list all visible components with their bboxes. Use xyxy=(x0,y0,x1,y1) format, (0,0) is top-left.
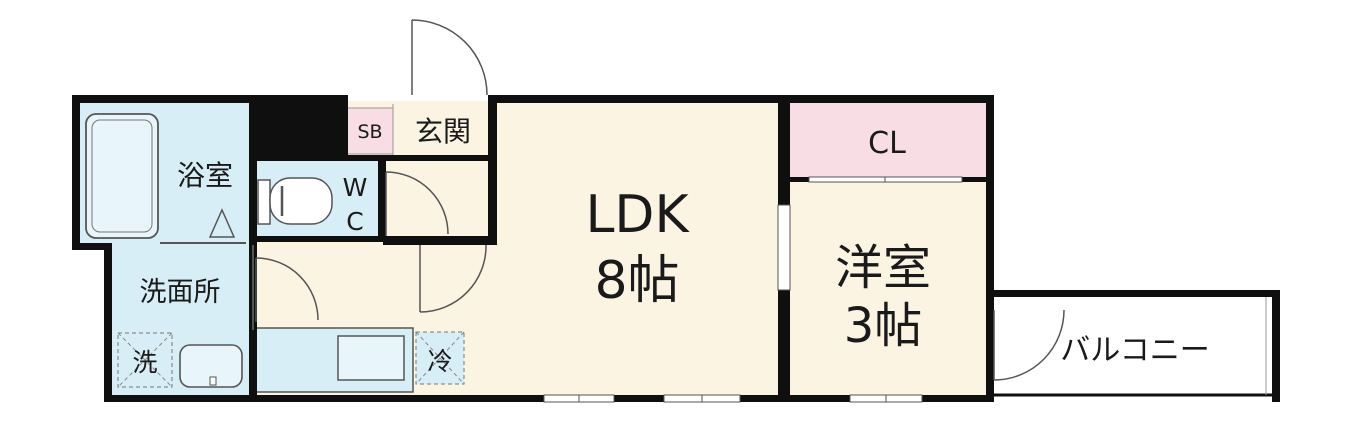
bath-drain-mark xyxy=(208,208,236,238)
label-entrance: 玄関 xyxy=(415,115,471,148)
balcony-area xyxy=(994,297,1272,395)
faucet xyxy=(209,376,217,386)
label-shoe-box: SB xyxy=(357,121,382,143)
label-washer: 洗 xyxy=(132,348,157,377)
toilet-bowl xyxy=(269,177,333,225)
label-ldk-size: 8帖 xyxy=(594,251,679,311)
label-ldk: LDK xyxy=(585,185,690,245)
label-toilet-c: C xyxy=(346,207,363,236)
label-fridge: 冷 xyxy=(427,347,452,376)
label-western-size: 3帖 xyxy=(844,298,923,354)
toilet-tank xyxy=(257,179,271,225)
vanity-sink xyxy=(179,344,243,388)
walls xyxy=(72,95,1280,402)
bathtub-inner xyxy=(91,119,153,233)
label-closet: CL xyxy=(868,126,906,161)
label-balcony: バルコニー xyxy=(1060,333,1209,368)
bathtub xyxy=(85,113,159,239)
label-western: 洋室 xyxy=(835,240,931,296)
label-bath: 浴室 xyxy=(177,159,233,192)
washer-diag-2 xyxy=(117,332,173,388)
fridge-diag-2 xyxy=(415,331,465,385)
sink-basin xyxy=(337,335,405,381)
western-floor xyxy=(787,180,987,395)
label-washroom: 洗面所 xyxy=(140,277,221,308)
doors xyxy=(255,19,1065,381)
closet-floor xyxy=(787,101,987,177)
label-toilet-w: W xyxy=(343,173,368,202)
wc-inner-wall xyxy=(378,161,386,239)
